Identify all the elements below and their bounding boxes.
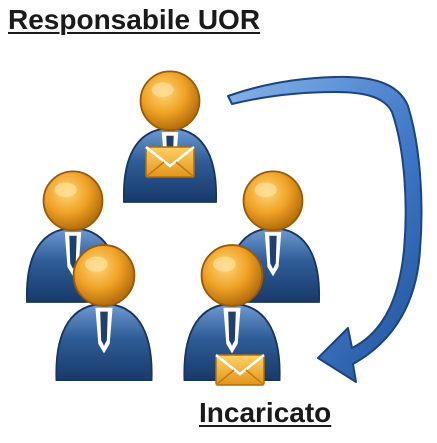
incaricato-label: Incaricato — [199, 397, 332, 428]
envelope-icon — [214, 353, 266, 387]
curved-return-arrow-icon — [227, 75, 423, 383]
responsabile-uor-label: Responsabile UOR — [8, 4, 261, 35]
envelope-icon — [144, 145, 196, 179]
person-icon — [122, 70, 218, 203]
